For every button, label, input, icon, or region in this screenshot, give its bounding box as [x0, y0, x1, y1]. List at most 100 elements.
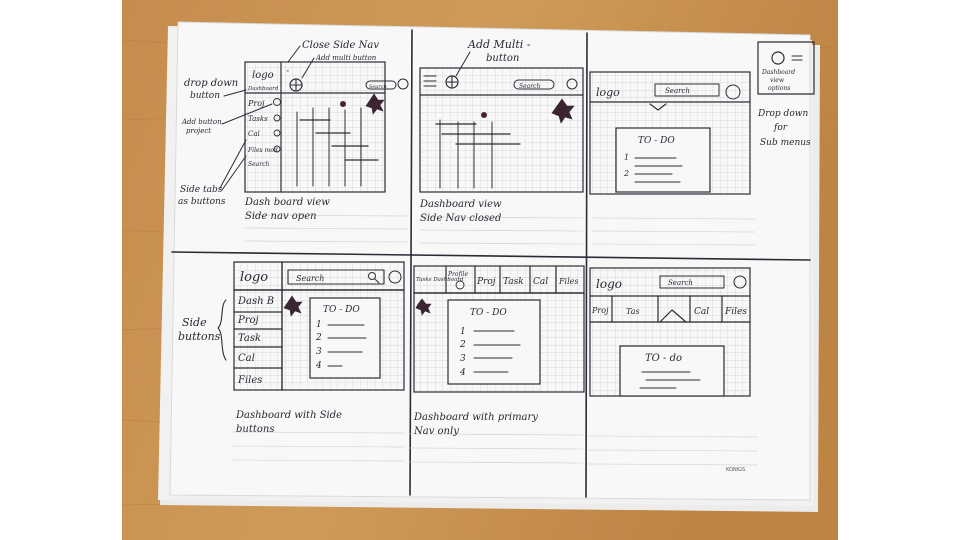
p6-dropdown-caret — [659, 309, 687, 323]
note-add-project-1: Add button — [181, 118, 222, 126]
p6-tab-cal: Cal — [694, 307, 709, 317]
p5-caption-line-2: Nav only — [413, 426, 459, 437]
page-dividers — [171, 29, 811, 498]
p5-nav-task: Task — [503, 277, 524, 287]
p6-search-box: Search — [668, 279, 693, 287]
p2-hamburger-icon — [423, 75, 437, 87]
p1-caption-line-2: Side nav open — [245, 211, 317, 222]
p4-logo: logo — [240, 270, 268, 285]
note-side-buttons-2: buttons — [178, 330, 221, 343]
p2-avatar-icon — [566, 78, 578, 90]
p5-nav-files: Files — [558, 277, 579, 286]
p5-nav-tasks-dashboard: Tasks Dashboard — [416, 277, 464, 283]
p4-side-files: Files — [237, 375, 262, 386]
wireframe-panel-3: logo Search TO - DO 1 2 — [589, 71, 751, 195]
note-close-side-nav: Close Side Nav — [302, 40, 379, 51]
ruled-lines — [231, 214, 759, 466]
p5-todo-item-1: 1 — [460, 327, 466, 337]
p6-logo: logo — [596, 277, 622, 291]
p6-tab-proj: Proj — [591, 306, 609, 315]
p5-nav-profile: Profile — [447, 271, 468, 278]
p6-avatar-icon — [733, 275, 747, 289]
note-add-project-2: project — [186, 127, 211, 135]
note-side-buttons-1: Side — [182, 316, 207, 329]
p4-todo-item-4: 4 — [315, 361, 322, 371]
note-side-tabs-2: as buttons — [178, 197, 226, 207]
p2-star-icon — [551, 98, 575, 124]
p2-caption-line-2: Side Nav closed — [420, 213, 501, 224]
p5-nav-proj: Proj — [476, 277, 496, 287]
note-dropdown-submenu-3: Sub menus — [760, 138, 811, 148]
note-add-multi-2-1: Add Multi - — [467, 38, 531, 51]
wireframe-panel-1: logo Dashboard Search Proj Tasks Cal Fil… — [244, 61, 409, 222]
p1-caption-line-1: Dash board view — [244, 197, 330, 208]
note-add-multi-2-2: button — [486, 53, 519, 64]
wireframe-panel-2: Search Dashboard view Side Nav closed — [419, 67, 584, 224]
annotations: Close Side Nav × Add multi button drop d… — [178, 38, 815, 473]
note-dropdown-submenu-1: Drop down — [757, 109, 808, 119]
wireframe-panel-5: Tasks Dashboard Profile Proj Task Cal Fi… — [413, 265, 585, 437]
note-dropdown-2: button — [190, 91, 220, 101]
p3-avatar-icon — [725, 84, 741, 100]
dashboard-view-options-card — [757, 41, 815, 95]
p5-todo-item-4: 4 — [459, 368, 466, 378]
p5-caption-line-1: Dashboard with primary — [413, 412, 538, 423]
wireframe-panel-6: logo Search Proj Tas Cal Files TO - do — [589, 267, 751, 397]
p1-add-multi-icon — [289, 78, 303, 92]
p5-nav-cal: Cal — [533, 277, 548, 287]
p2-caption-line-1: Dashboard view — [419, 199, 502, 210]
p4-caption-line-1: Dashboard with Side — [235, 410, 342, 421]
p4-side-dashb: Dash B — [237, 296, 274, 307]
p1-item-cal: Cal — [248, 130, 260, 138]
p1-logo: logo — [252, 70, 274, 81]
p1-avatar-icon — [397, 78, 409, 90]
p4-avatar-icon — [388, 270, 402, 284]
note-view-options-3: options — [768, 85, 790, 92]
p3-todo-title: TO - DO — [638, 136, 675, 146]
p4-todo-item-1: 1 — [316, 320, 322, 330]
p4-todo-item-3: 3 — [316, 347, 322, 357]
p3-dropdown-caret — [649, 103, 667, 111]
p1-item-files: Files mod — [247, 147, 278, 154]
svg-text:×: × — [286, 68, 289, 73]
p4-todo-item-2: 2 — [315, 333, 322, 343]
p4-caption-line-2: buttons — [236, 424, 274, 435]
p5-star-icon — [415, 298, 432, 316]
note-dropdown-submenu-2: for — [773, 123, 788, 133]
note-dropdown-1: drop down — [184, 78, 238, 89]
note-add-multi-button: Add multi button — [315, 54, 377, 62]
p3-todo-item-1: 1 — [624, 153, 629, 162]
p4-todo-title: TO - DO — [323, 305, 360, 315]
p1-item-proj: Proj — [247, 99, 265, 108]
p3-logo: logo — [596, 86, 620, 99]
wireframe-panel-4: logo Search Dash B Proj Task Cal Files T… — [233, 261, 405, 435]
p1-dashboard-label: Dashboard — [247, 86, 279, 92]
p6-tab-files: Files — [724, 307, 747, 317]
p6-tab-tas: Tas — [626, 307, 640, 316]
p5-avatar-icon — [455, 280, 465, 290]
brand-konigs: KONIGS — [726, 467, 745, 473]
p6-todo-title: TO - do — [645, 353, 682, 364]
p1-item-tasks: Tasks — [248, 115, 268, 123]
p1-search-box: Search — [369, 84, 387, 90]
p5-todo-title: TO - DO — [470, 308, 507, 318]
p4-side-cal: Cal — [238, 353, 255, 364]
p3-todo-item-2: 2 — [623, 169, 629, 178]
side-buttons-brace — [217, 299, 227, 361]
note-view-options-1: Dashboard — [761, 69, 795, 76]
p3-search-box: Search — [665, 87, 690, 95]
p2-search-box: Search — [519, 83, 540, 90]
note-side-tabs-1: Side tabs — [180, 185, 223, 195]
p4-side-task: Task — [238, 333, 261, 344]
p4-search-box: Search — [296, 274, 324, 283]
p4-star-icon — [283, 295, 303, 317]
p2-add-multi-icon — [445, 75, 459, 89]
note-view-options-2: view — [770, 77, 785, 84]
p5-todo-item-2: 2 — [459, 340, 466, 350]
p1-item-search: Search — [248, 161, 269, 168]
p4-side-proj: Proj — [237, 315, 259, 326]
view-options-icon — [771, 51, 785, 65]
p5-todo-item-3: 3 — [460, 354, 466, 364]
p1-star-icon — [365, 93, 385, 115]
